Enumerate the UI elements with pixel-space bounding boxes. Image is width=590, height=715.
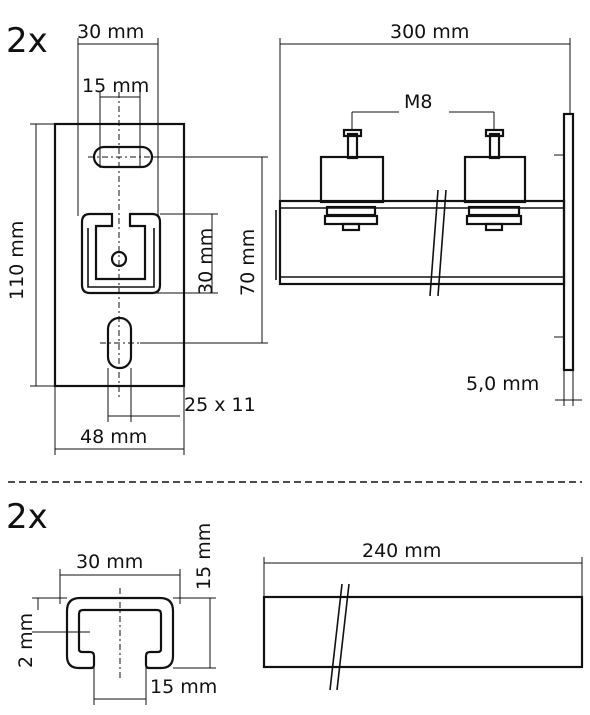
rail-side-view: 240 mm [262,540,584,691]
dim-slot-size: 25 x 11 [184,394,256,416]
dim-slot-height: 30 mm [195,228,217,295]
profile-outline [65,596,175,670]
profile-dim-opening: 15 mm [150,676,217,698]
profile-cross-section: 30 mm 15 mm 2 mm 15 mm [15,523,217,705]
dim-height: 110 mm [6,221,28,300]
channel-inner-line [87,228,155,288]
profile-dim-wall: 2 mm [15,613,37,668]
dim-slot-span: 70 mm [237,229,259,296]
bolt-assembly-1 [319,128,385,232]
bolt-assembly-2 [463,128,527,232]
dim-top-width: 30 mm [77,21,144,43]
bracket-side-view: M8 300 mm 5,0 mm [275,21,582,406]
dim-plate: 5,0 mm [466,373,539,395]
bracket-front-view: 30 mm 15 mm 110 mm 30 mm 70 mm 25 x 11 4… [6,21,268,455]
quantity-label-top: 2x [6,21,48,61]
profile-dim-width: 30 mm [76,551,143,573]
channel-cutout [80,212,162,295]
channel-arm [278,199,566,286]
rail-dim-length: 240 mm [362,540,441,562]
dim-length: 300 mm [390,21,469,43]
rail-outline [262,595,584,669]
dim-width: 48 mm [80,426,147,448]
back-plate [562,112,575,372]
profile-dim-height: 15 mm [193,523,215,590]
bolt-label: M8 [404,91,432,113]
quantity-label-bottom: 2x [6,497,48,537]
dim-inner: 15 mm [82,75,149,97]
